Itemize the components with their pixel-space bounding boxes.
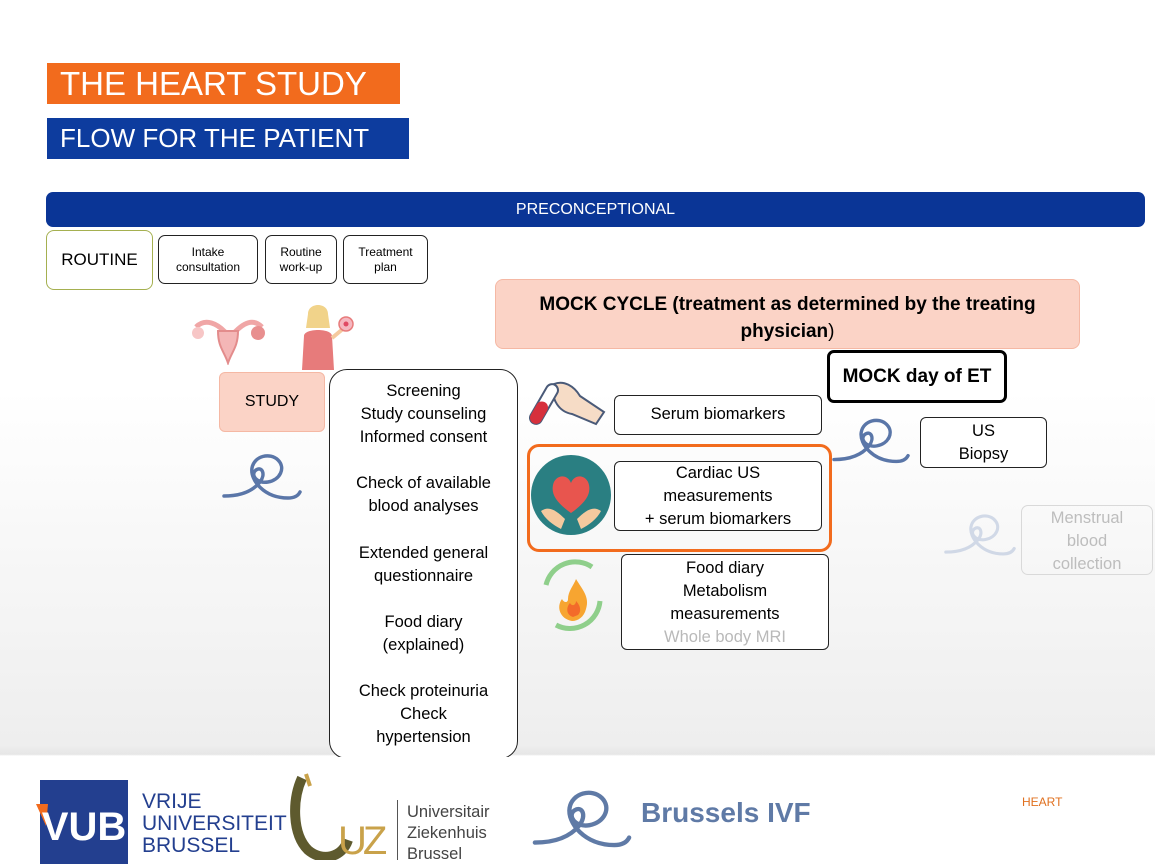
food-line-mri: Whole body MRI (664, 628, 786, 646)
list-item: Informed consent (359, 428, 488, 446)
cardiac-us-box: Cardiac US measurements + serum biomarke… (614, 461, 822, 531)
brussels-ivf-swirl-icon (832, 418, 910, 464)
mock-cycle-tail: ) (828, 321, 835, 342)
mock-cycle-box: MOCK CYCLE (treatment as determined by t… (495, 279, 1080, 349)
woman-icon (302, 305, 354, 370)
vub-logo: VUB (36, 780, 128, 864)
study-title: THE HEART STUDY (47, 63, 400, 104)
metabolism-flame-icon (543, 559, 603, 632)
footer (0, 757, 1155, 867)
menstrual-line: collection (1052, 555, 1122, 573)
list-item: questionnaire (373, 567, 474, 585)
vub-line: VRIJE (142, 790, 202, 813)
us-biopsy-line: US (972, 422, 995, 440)
list-item: (explained) (382, 636, 465, 654)
intake-consultation-box: Intake consultation (158, 235, 258, 284)
heart-in-hands-icon (531, 455, 611, 535)
vub-line: BRUSSEL (142, 834, 241, 857)
uz-line: Universitair (407, 803, 490, 821)
vub-line: UNIVERSITEIT (142, 812, 287, 835)
food-line: Food diary (686, 559, 764, 577)
svg-text:UZ: UZ (338, 819, 386, 860)
brussels-ivf-name: Brussels IVF (641, 797, 811, 828)
study-box: STUDY (219, 372, 325, 432)
list-item: hypertension (376, 728, 471, 746)
list-item: Check proteinuria (358, 682, 489, 700)
list-item: blood analyses (368, 497, 479, 515)
uz-brussel-logo: UZ (290, 773, 386, 860)
food-line: measurements (670, 605, 780, 623)
uz-name: Universitair Ziekenhuis Brussel (407, 802, 490, 865)
cardiac-line: measurements (663, 487, 773, 505)
cardiac-line: Cardiac US (675, 464, 761, 482)
blood-sample-icon (529, 381, 606, 426)
food-diary-box: Food diary Metabolism measurements Whole… (621, 554, 829, 650)
list-item: Check of available (356, 474, 491, 492)
menstrual-line: Menstrual (1050, 509, 1124, 527)
heart-tag: HEART (1022, 795, 1063, 809)
treatment-plan-box: Treatment plan (343, 235, 428, 284)
svg-text:VUB: VUB (42, 805, 126, 849)
study-procedures-list: Screening Study counseling Informed cons… (329, 369, 518, 759)
menstrual-blood-box: Menstrual blood collection (1021, 505, 1153, 575)
list-item: Food diary (384, 613, 463, 631)
brussels-ivf-logo-icon (532, 790, 632, 848)
list-item: Screening (386, 382, 461, 400)
us-biopsy-line: Biopsy (958, 445, 1009, 463)
mock-cycle-label: MOCK CYCLE (treatment as determined by t… (539, 294, 1036, 342)
preconceptional-banner: PRECONCEPTIONAL (46, 192, 1145, 227)
cardiac-line: + serum biomarkers (644, 510, 792, 528)
list-item: Study counseling (360, 405, 487, 423)
list-item: Extended general (358, 544, 489, 562)
list-item: Check (400, 705, 447, 723)
menstrual-line: blood (1066, 532, 1108, 550)
routine-box: ROUTINE (46, 230, 153, 290)
brussels-ivf-swirl-icon (944, 514, 1016, 556)
brussels-ivf-swirl-icon (222, 454, 302, 500)
cardiac-highlight-frame (527, 444, 832, 552)
uterus-icon (192, 319, 265, 365)
us-biopsy-box: US Biopsy (920, 417, 1047, 468)
uz-line: Brussel (407, 845, 463, 863)
uz-line: Ziekenhuis (407, 824, 487, 842)
study-subtitle: FLOW FOR THE PATIENT (47, 118, 409, 159)
routine-workup-box: Routine work-up (265, 235, 337, 284)
vub-name: VRIJE UNIVERSITEIT BRUSSEL (142, 791, 287, 857)
serum-biomarkers-box: Serum biomarkers (614, 395, 822, 435)
food-line: Metabolism (682, 582, 768, 600)
mock-day-of-et-box: MOCK day of ET (827, 350, 1007, 403)
footer-divider (397, 800, 398, 860)
